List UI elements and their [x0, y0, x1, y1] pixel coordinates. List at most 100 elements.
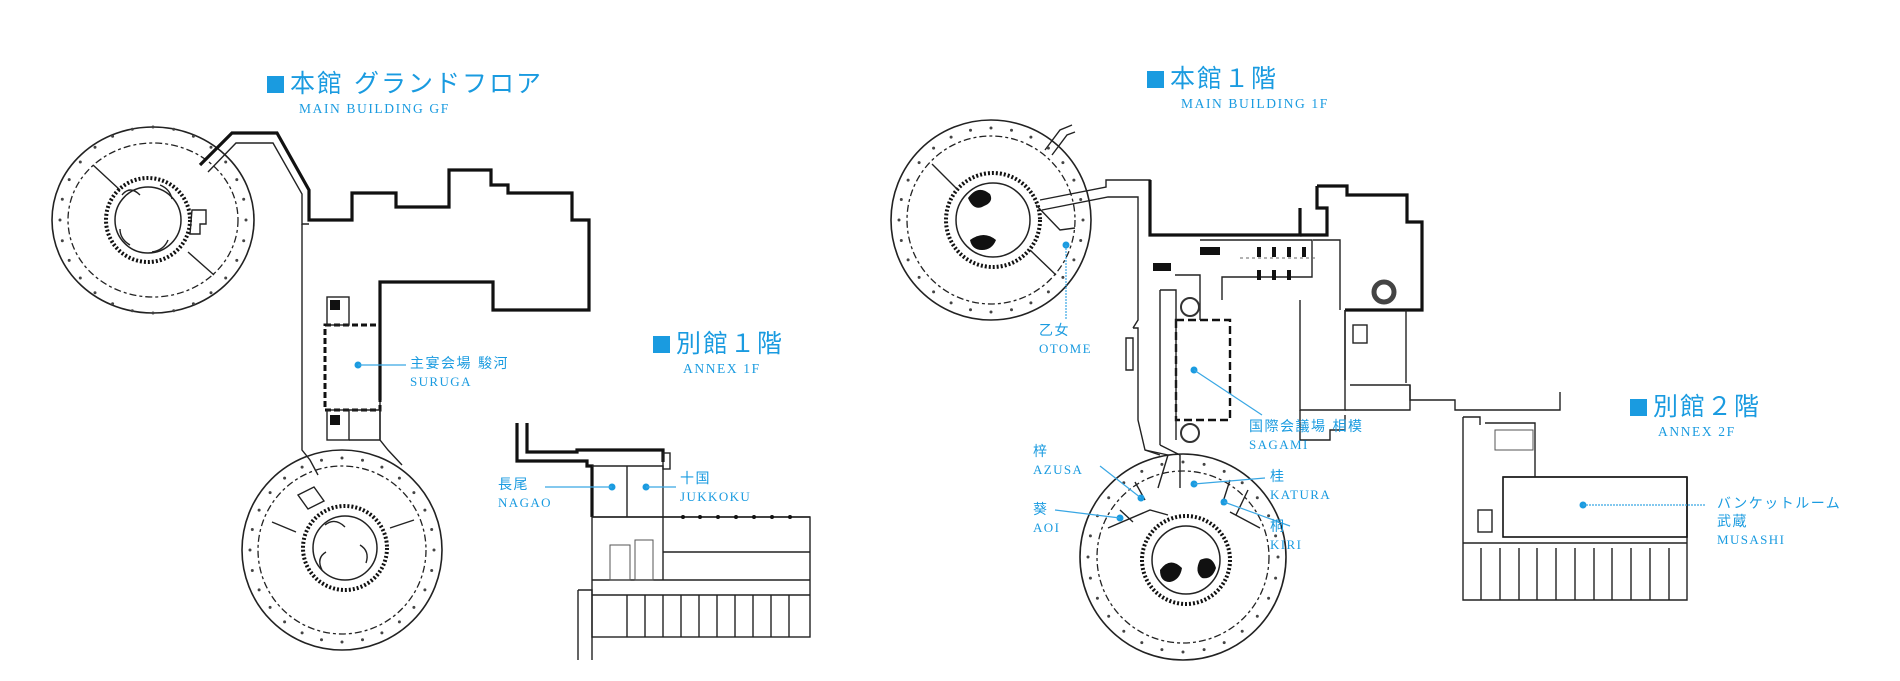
- section-title-annex-2f-en: ANNEX 2F: [1658, 424, 1736, 439]
- tower-column-dot: [969, 308, 972, 312]
- tower-column-dot: [60, 197, 64, 201]
- room-kiri-en: KIRI: [1270, 537, 1303, 552]
- tower-column-dot: [932, 146, 936, 150]
- tower-column-dot: [60, 239, 64, 243]
- tower-column-dot: [1140, 641, 1144, 645]
- section-title-main-1f: 本館１階 MAIN BUILDING 1F: [1147, 65, 1329, 112]
- tower-column-dot: [1010, 128, 1013, 132]
- tower-column-dot: [412, 491, 416, 495]
- room-suruga-en: SURUGA: [410, 374, 472, 389]
- room-label-katura[interactable]: 桂 KATURA: [1270, 468, 1331, 504]
- tower-column-dot: [111, 302, 115, 306]
- tower-column-dot: [1088, 534, 1092, 538]
- tower-column-dot: [1274, 534, 1278, 538]
- room-katura-jp: 桂: [1270, 469, 1286, 485]
- tower-column-dot: [248, 548, 252, 552]
- tower-column-dot: [67, 178, 71, 182]
- room-label-aoi[interactable]: 葵 AOI: [1033, 501, 1060, 537]
- tower-column-dot: [268, 605, 272, 609]
- section-title-main-gf-jp: 本館 グランドフロア: [290, 69, 543, 98]
- tower-column-dot: [224, 160, 228, 164]
- tower-column-dot: [899, 239, 903, 242]
- room-musashi-en: MUSASHI: [1717, 532, 1786, 547]
- tower-column-dot: [1160, 462, 1164, 466]
- room-katura-en: KATURA: [1270, 487, 1332, 502]
- tower-column-dot: [1072, 258, 1076, 262]
- tower-column-dot: [361, 458, 364, 462]
- tower-column-dot: [242, 239, 246, 243]
- tower-column-dot: [67, 258, 71, 262]
- tower-column-dot: [300, 631, 304, 635]
- room-label-otome[interactable]: 乙女 OTOME: [1039, 322, 1092, 358]
- tower-column-dot: [380, 465, 384, 469]
- tower-column-dot: [430, 569, 434, 572]
- tower-column-dot: [235, 258, 239, 262]
- gf-lower-tower: [241, 449, 443, 651]
- tower-column-dot: [130, 309, 134, 313]
- tower-column-dot: [58, 218, 62, 222]
- tower-column-dot: [1274, 576, 1278, 580]
- tower-column-dot: [1029, 135, 1033, 139]
- tower-column-dot: [1079, 198, 1083, 201]
- tower-column-dot: [969, 128, 972, 132]
- tower-column-dot: [1255, 614, 1259, 618]
- room-label-jukkoku[interactable]: 十国 JUKKOKU: [680, 470, 751, 506]
- room-aoi-en: AOI: [1033, 520, 1061, 535]
- tower-column-dot: [989, 126, 993, 130]
- tower-column-dot: [1088, 576, 1092, 580]
- gf-upper-tower: [51, 126, 255, 314]
- room-azusa-en: AZUSA: [1033, 462, 1084, 477]
- tower-column-dot: [917, 275, 921, 279]
- tower-column-dot: [250, 569, 254, 572]
- room-otome-en: OTOME: [1039, 341, 1092, 356]
- tower-column-dot: [283, 476, 287, 480]
- tower-column-dot: [172, 127, 176, 131]
- tower-column-dot: [1046, 146, 1050, 150]
- tower-column-dot: [1222, 641, 1226, 645]
- tower-column-dot: [1095, 596, 1099, 600]
- tower-column-dot: [989, 310, 993, 314]
- tower-column-dot: [397, 476, 401, 480]
- tower-column-dot: [1072, 178, 1076, 182]
- room-kiri-jp: 桐: [1270, 519, 1286, 535]
- tower-column-dot: [1010, 308, 1013, 312]
- square-bullet-icon: [267, 75, 284, 93]
- tower-column-dot: [1029, 301, 1033, 305]
- tower-column-dot: [340, 640, 344, 644]
- tower-column-dot: [423, 588, 427, 592]
- room-label-sagami[interactable]: 国際会議場 相模 SAGAMI: [1249, 418, 1363, 454]
- tower-column-dot: [1181, 460, 1185, 464]
- tower-column-dot: [897, 218, 901, 222]
- tower-column-dot: [209, 291, 213, 295]
- annex-2f-plan: [1462, 416, 1688, 601]
- annex-1f-plan: [515, 423, 811, 660]
- room-label-musashi[interactable]: バンケットルーム 武蔵 MUSASHI: [1717, 495, 1841, 549]
- tower-column-dot: [172, 309, 176, 313]
- main-building-1f-plan: [890, 119, 1561, 661]
- tower-column-dot: [1240, 481, 1244, 485]
- tower-column-dot: [1086, 555, 1090, 559]
- sagami-hall: [1159, 274, 1232, 445]
- tower-column-dot: [430, 528, 434, 531]
- room-label-nagao[interactable]: 長尾 NAGAO: [498, 476, 552, 512]
- tower-column-dot: [412, 605, 416, 609]
- tower-column-dot: [191, 134, 195, 138]
- room-label-kiri[interactable]: 桐 KIRI: [1270, 518, 1302, 554]
- tower-column-dot: [949, 135, 953, 139]
- room-jukkoku-en: JUKKOKU: [680, 489, 752, 504]
- tower-column-dot: [209, 145, 213, 149]
- tower-column-dot: [242, 197, 246, 201]
- room-musashi-jp2: 武蔵: [1717, 514, 1748, 530]
- tower-column-dot: [1140, 469, 1144, 473]
- room-label-azusa[interactable]: 梓 AZUSA: [1033, 443, 1083, 479]
- tower-column-dot: [320, 638, 323, 642]
- room-nagao-en: NAGAO: [498, 495, 552, 510]
- room-label-suruga[interactable]: 主宴会場 駿河 SURUGA: [410, 355, 509, 391]
- square-bullet-icon: [1147, 70, 1164, 88]
- tower-column-dot: [1122, 629, 1126, 633]
- section-title-annex-2f-jp: 別館２階: [1653, 392, 1762, 421]
- tower-column-dot: [397, 620, 401, 624]
- tower-column-dot: [906, 258, 910, 262]
- section-title-annex-1f-jp: 別館１階: [676, 329, 785, 358]
- tower-column-dot: [1061, 275, 1065, 279]
